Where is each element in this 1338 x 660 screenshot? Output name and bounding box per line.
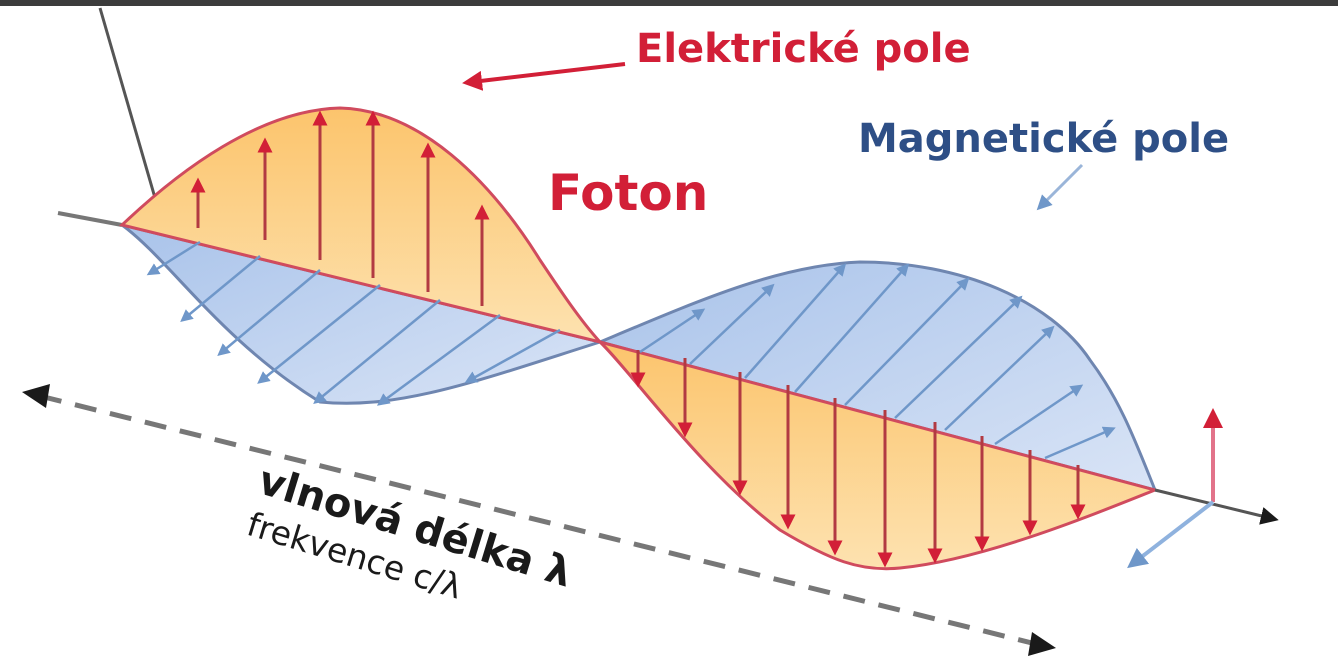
propagation-axis-left [57,211,123,227]
wavelength-dimension [22,384,1056,656]
electric-field-pointer [462,62,626,91]
magnetic-field-pointer [1036,163,1084,211]
field-direction-triad [1127,408,1223,569]
electric-field-label: Elektrické pole [636,26,971,72]
magnetic-vectors-lobe-1 [146,240,561,406]
photon-label: Foton [548,164,708,222]
pointer-line [98,7,164,223]
magnetic-vectors-lobe-2 [639,263,1116,460]
top-cropped-text [0,0,1338,6]
electric-vectors-lobe-1 [190,110,490,306]
magnetic-field-label: Magnetické pole [858,116,1229,162]
electric-vectors-lobe-2 [630,350,1086,568]
